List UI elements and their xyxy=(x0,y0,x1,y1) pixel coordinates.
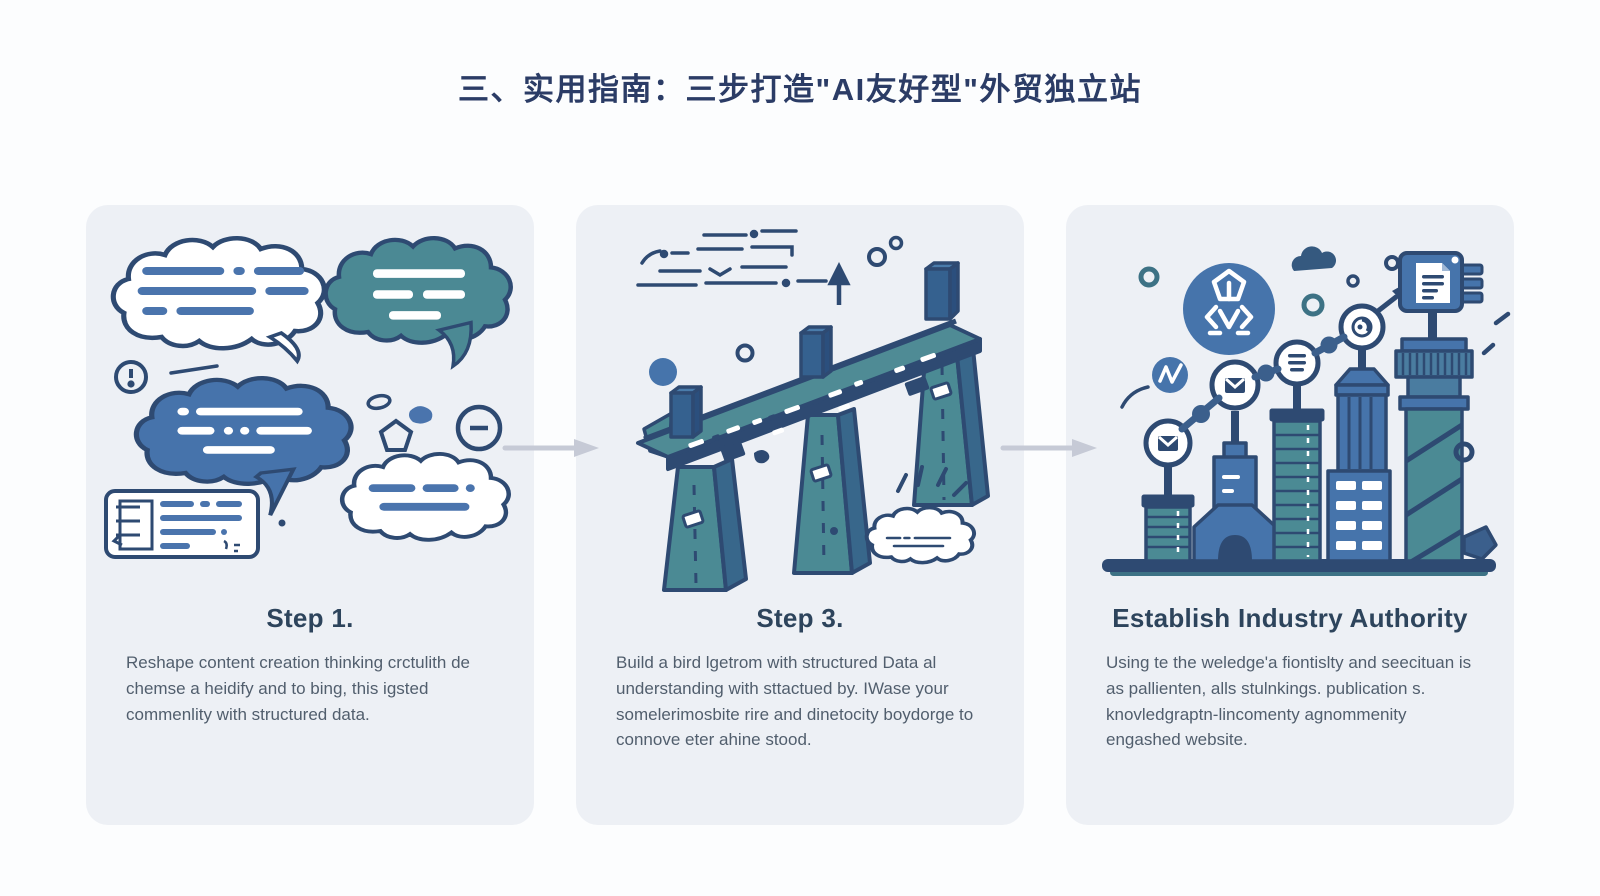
illustration-rising-authority-towers xyxy=(1102,246,1511,576)
dot xyxy=(278,519,286,527)
card-heading: Establish Industry Authority xyxy=(1112,603,1468,633)
document-sign-icon xyxy=(1398,251,1484,313)
step-cards-row: Step 1. Reshape content creation thinkin… xyxy=(0,205,1600,825)
text-dashes-icon xyxy=(636,229,828,288)
page-title: 三、实用指南：三步打造"AI友好型"外贸独立站 xyxy=(458,72,1142,107)
speech-cloud-white-icon xyxy=(342,454,509,540)
ring-icon xyxy=(1384,255,1400,271)
dash-line xyxy=(169,364,219,375)
illustration-structured-data-bridge xyxy=(636,229,990,592)
up-arrow-icon xyxy=(827,261,851,305)
coin-stack-tower-icon xyxy=(1141,465,1195,563)
growth-chain xyxy=(1178,333,1348,433)
bridge-post-icon xyxy=(669,385,703,439)
dash-marks xyxy=(1481,311,1511,356)
medallion-mail-icon xyxy=(1209,359,1261,411)
exclamation-circle-icon xyxy=(114,360,148,394)
card-body: Using te the weledge'a fiontislty and se… xyxy=(1106,653,1472,750)
flow-arrow-icon xyxy=(502,439,599,457)
arc-mark xyxy=(1120,385,1150,409)
speech-cloud-blue-icon xyxy=(136,378,351,516)
ring-icon xyxy=(1301,293,1325,317)
ellipse-outline-icon xyxy=(366,393,392,411)
bridge-post-icon xyxy=(924,261,960,321)
medallion-seal-icon xyxy=(1338,303,1386,351)
bridge-pier-icon xyxy=(662,457,748,592)
list-card-icon xyxy=(104,489,260,559)
kiln-tower-icon xyxy=(1192,411,1278,563)
ring-icon xyxy=(1346,274,1360,288)
medallion-mail-icon xyxy=(1143,418,1193,468)
illustration-conversation-clouds xyxy=(104,205,534,559)
circle-outline-icon xyxy=(867,247,887,267)
shining-cloud-icon xyxy=(867,465,974,563)
filled-circle-icon xyxy=(649,358,677,386)
medallion-document-icon xyxy=(1273,339,1321,387)
trend-badge-icon xyxy=(1152,357,1188,393)
card-heading: Step 3. xyxy=(756,603,844,633)
circle-outline-icon xyxy=(888,235,904,251)
dot xyxy=(830,527,838,535)
bridge-pier-icon xyxy=(792,407,872,575)
bridge-deck-icon xyxy=(636,318,982,471)
striped-column-icon xyxy=(1394,309,1498,568)
card-body: Reshape content creation thinking crctul… xyxy=(126,653,470,724)
thought-cloud-white-icon xyxy=(113,238,324,365)
card-step-1: Step 1. Reshape content creation thinkin… xyxy=(86,205,534,825)
coin-stack-tower-icon xyxy=(1269,384,1325,563)
colonnade-building-icon xyxy=(1326,348,1392,563)
bridge-post-icon xyxy=(799,325,833,379)
flow-arrow-icon xyxy=(1000,439,1097,457)
pentagon-icon xyxy=(378,418,414,452)
circle-outline-icon xyxy=(735,343,755,363)
card-body: Build a bird lgetrom with structured Dat… xyxy=(616,653,974,750)
cloud-filled-icon xyxy=(1291,246,1337,271)
ring-icon xyxy=(1453,441,1475,463)
certification-badge-icon xyxy=(1183,263,1275,355)
bridge-icon xyxy=(636,261,990,592)
card-authority: Establish Industry Authority Using te th… xyxy=(1066,205,1514,825)
blob-icon xyxy=(409,406,433,424)
card-heading: Step 1. xyxy=(266,603,354,633)
ring-icon xyxy=(1138,266,1160,288)
minus-circle-icon xyxy=(455,404,503,452)
card-step-3: Step 3. Build a bird lgetrom with struct… xyxy=(576,205,1024,825)
blob-icon xyxy=(754,450,770,464)
speech-cloud-teal-icon xyxy=(326,238,511,370)
data-fragments xyxy=(688,352,936,462)
